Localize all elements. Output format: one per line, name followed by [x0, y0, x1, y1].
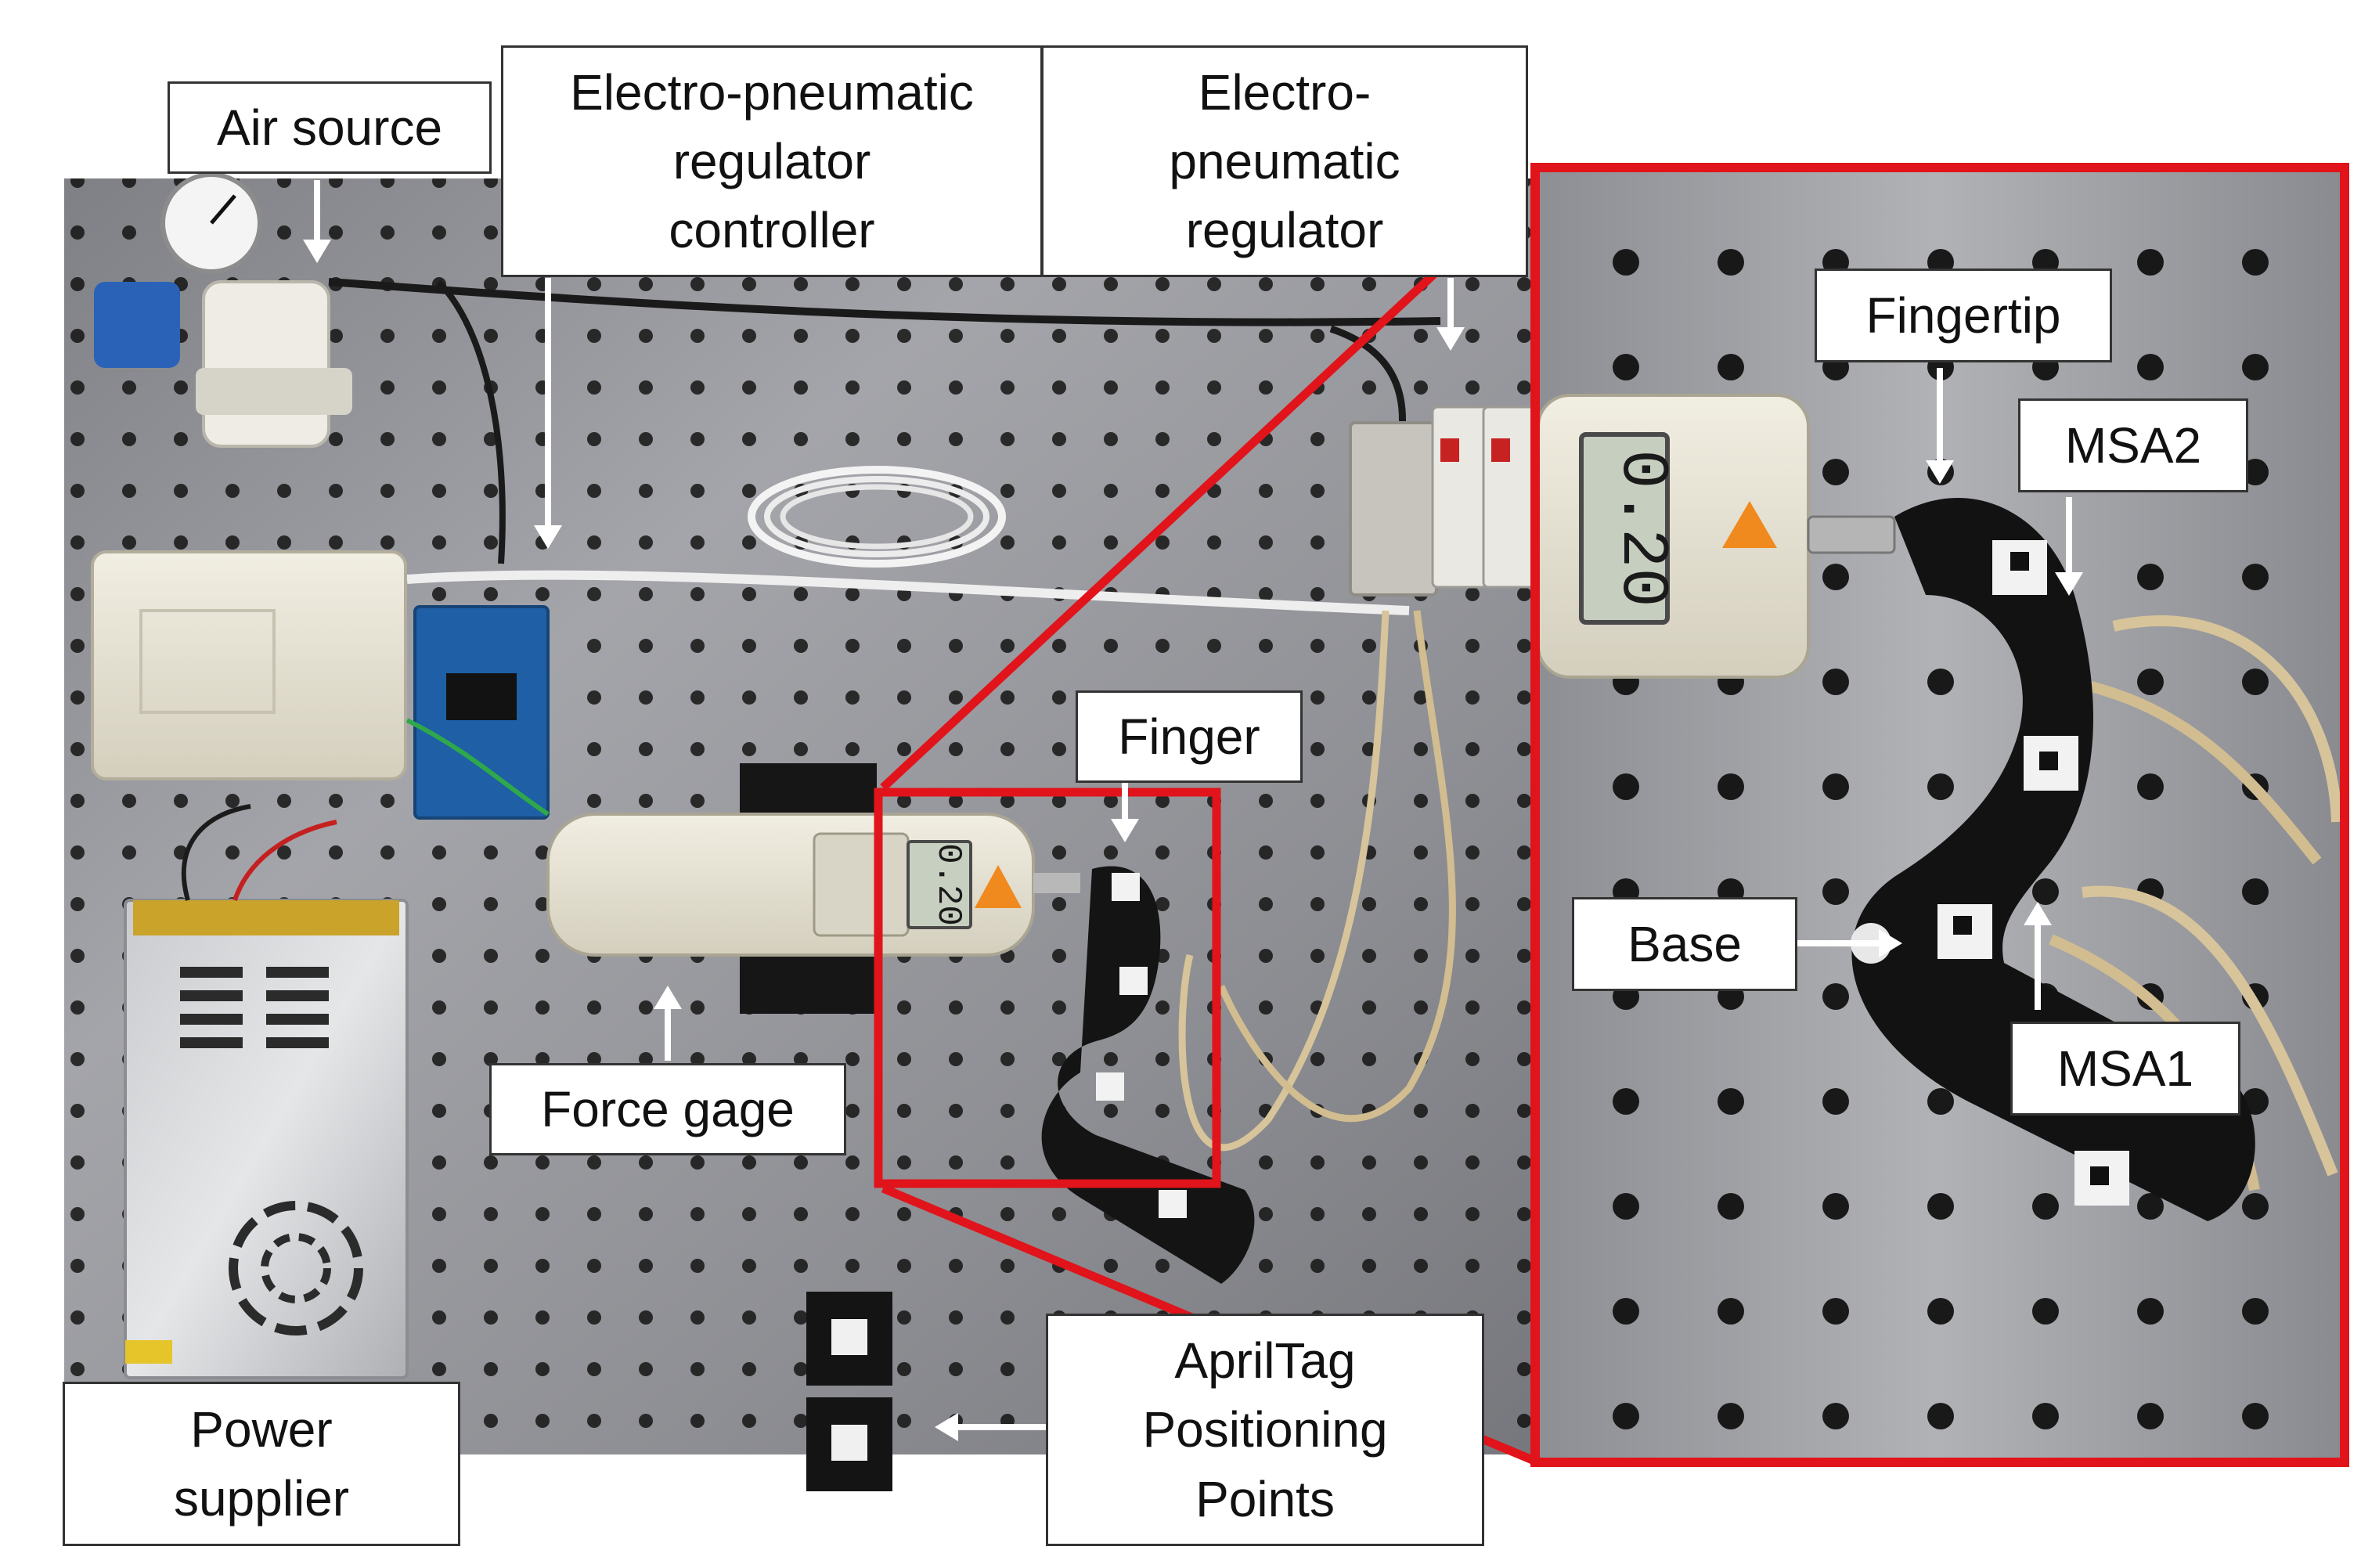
power-supply-unit [124, 804, 409, 1379]
force-gage-zoom: 0.20 [1537, 394, 1896, 679]
zoom-frame [1530, 163, 2349, 1467]
force-gage-reading-zoom: 0.20 [1604, 449, 1678, 607]
zoom-photo: 0.20 [1530, 163, 2349, 1467]
finger-highlight-box [874, 788, 1221, 1188]
setup-photo: 0.20 [64, 172, 1542, 1491]
label-electro-pneumatic-regulator-controller: Electro-pneumatic regulator controller [501, 45, 1043, 277]
label-force-gage: Force gage [489, 1063, 846, 1155]
label-msa2: MSA2 [2018, 398, 2248, 492]
air-source-regulator [94, 172, 352, 448]
electro-pneumatic-regulator-unit [1349, 406, 1540, 597]
label-finger: Finger [1076, 690, 1303, 783]
label-msa1: MSA1 [2010, 1022, 2240, 1116]
regulator-controller [91, 550, 550, 820]
label-electro-pneumatic-regulator: Electro- pneumatic regulator [1041, 45, 1528, 277]
label-base: Base [1572, 897, 1797, 991]
label-apriltag-positioning-points: AprilTag Positioning Points [1046, 1314, 1484, 1546]
apriltag-markers [806, 1292, 892, 1491]
finger-zoom [1851, 498, 2255, 1221]
force-gage-reading: 0.20 [928, 843, 968, 926]
force-gage-device: 0.20 [546, 813, 1080, 957]
label-power-supplier: Power supplier [63, 1382, 460, 1546]
pointer-arrows [303, 180, 2083, 1441]
label-air-source: Air source [168, 81, 492, 174]
label-fingertip: Fingertip [1815, 269, 2112, 362]
